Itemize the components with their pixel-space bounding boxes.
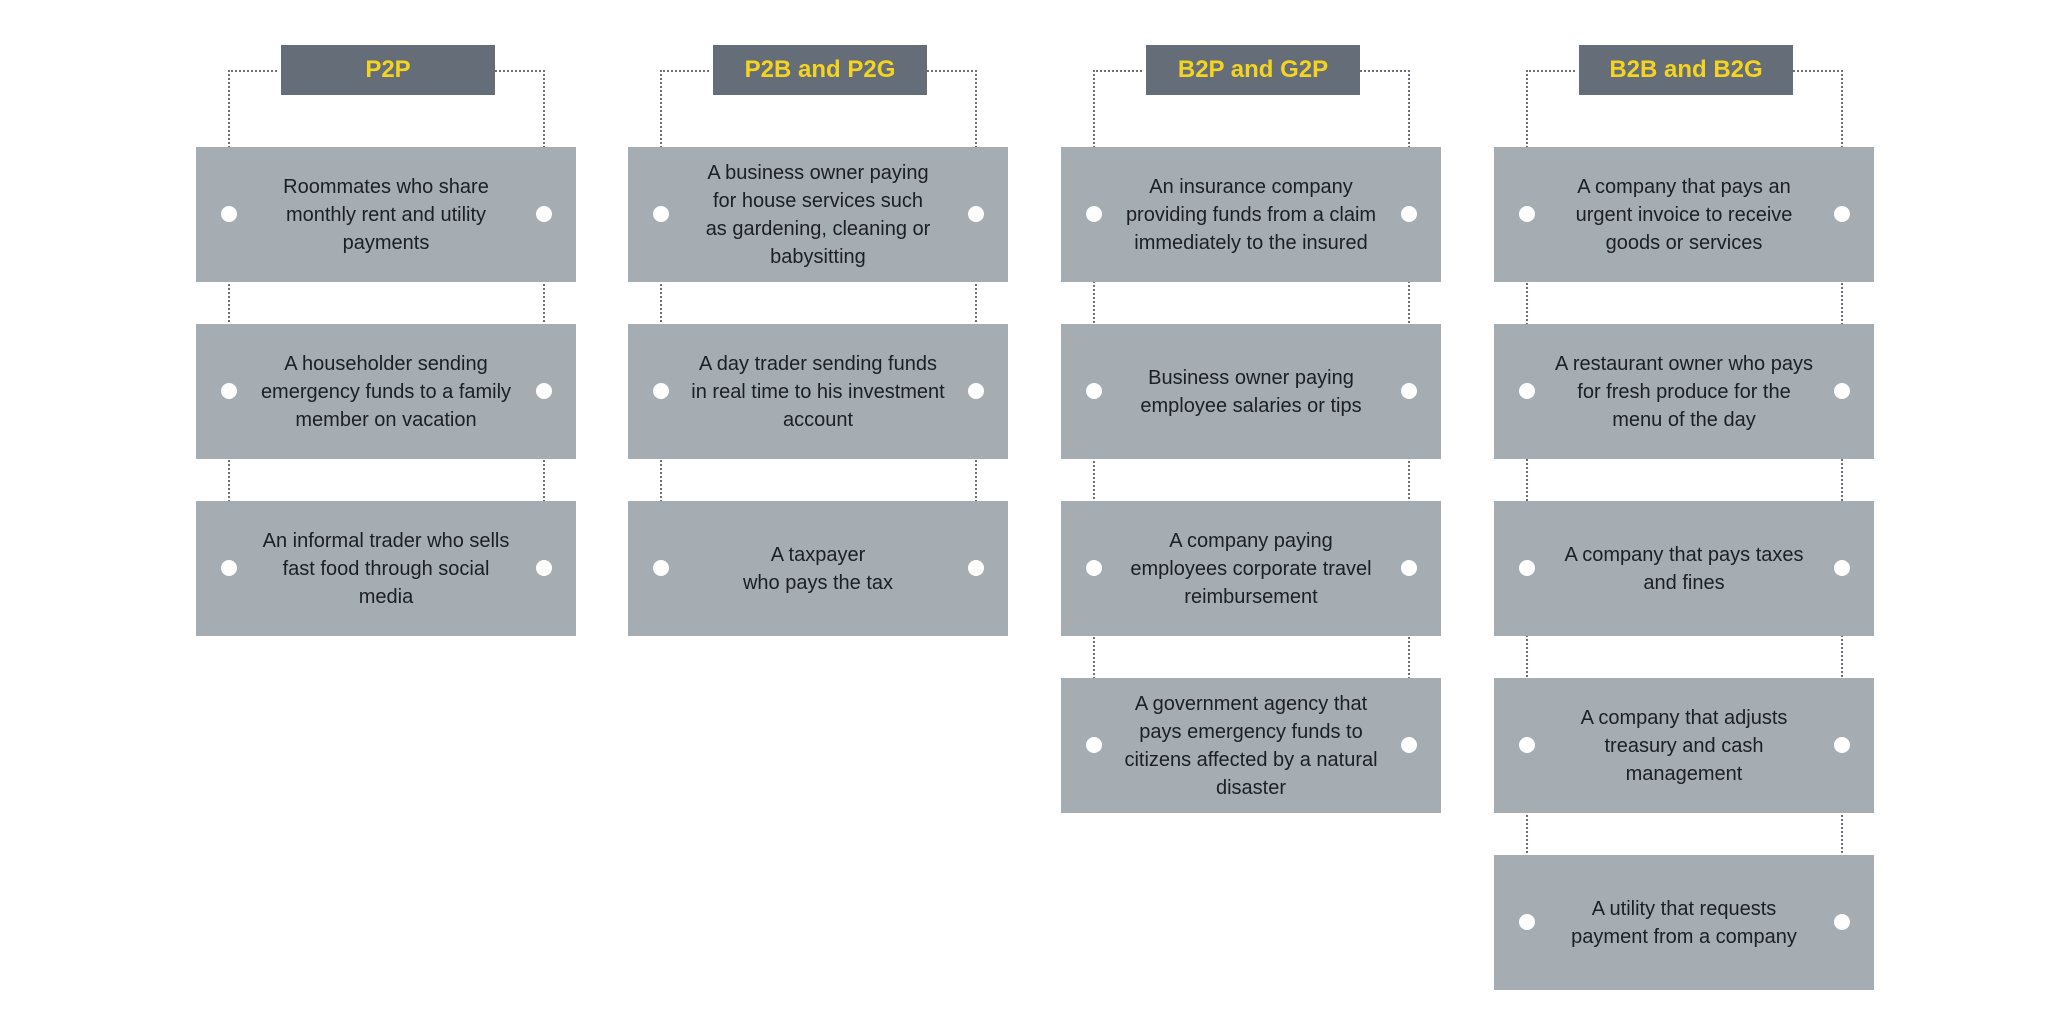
connector-line-top-left bbox=[228, 70, 277, 72]
connector-line-left bbox=[1526, 70, 1528, 216]
connector-dot bbox=[1519, 206, 1535, 222]
connector-dot bbox=[536, 560, 552, 576]
use-case-card: A day trader sending funds in real time … bbox=[628, 324, 1008, 459]
column-header: P2P bbox=[281, 45, 495, 95]
connector-dot bbox=[1401, 206, 1417, 222]
connector-line-top-right bbox=[1360, 70, 1410, 72]
use-case-text: A business owner paying for house servic… bbox=[705, 161, 931, 268]
use-case-card: A householder sending emergency funds to… bbox=[196, 324, 576, 459]
use-case-card: A government agency that pays emergency … bbox=[1061, 678, 1441, 813]
connector-dot bbox=[1519, 737, 1535, 753]
use-case-text: A company that adjusts treasury and cash… bbox=[1580, 706, 1788, 785]
use-case-text: A restaurant owner who pays for fresh pr… bbox=[1555, 352, 1813, 431]
use-case-card: A business owner paying for house servic… bbox=[628, 147, 1008, 282]
use-case-card: A company that pays taxes and fines bbox=[1494, 501, 1874, 636]
connector-dot bbox=[1086, 560, 1102, 576]
column-header: P2B and P2G bbox=[713, 45, 927, 95]
use-case-text: A taxpayer who pays the tax bbox=[742, 543, 894, 594]
connector-line-left bbox=[1093, 216, 1095, 747]
connector-dot bbox=[221, 383, 237, 399]
connector-line-right bbox=[543, 70, 545, 216]
connector-line-top-left bbox=[660, 70, 709, 72]
connector-dot bbox=[653, 560, 669, 576]
use-case-card: A utility that requests payment from a c… bbox=[1494, 855, 1874, 990]
column-p2b-p2g: P2B and P2G A business owner paying for … bbox=[628, 0, 1008, 1025]
connector-dot bbox=[1834, 737, 1850, 753]
connector-dot bbox=[1519, 914, 1535, 930]
column-b2b-b2g: B2B and B2G A company that pays an urgen… bbox=[1494, 0, 1874, 1025]
connector-dot bbox=[1834, 206, 1850, 222]
connector-dot bbox=[1086, 383, 1102, 399]
connector-dot bbox=[1519, 383, 1535, 399]
connector-dot bbox=[1834, 560, 1850, 576]
column-b2p-g2p: B2P and G2P An insurance company providi… bbox=[1061, 0, 1441, 1025]
connector-dot bbox=[221, 206, 237, 222]
use-case-card: A company that adjusts treasury and cash… bbox=[1494, 678, 1874, 813]
connector-dot bbox=[1519, 560, 1535, 576]
use-case-card: Roommates who share monthly rent and uti… bbox=[196, 147, 576, 282]
connector-line-top-left bbox=[1093, 70, 1142, 72]
connector-dot bbox=[1834, 383, 1850, 399]
connector-dot bbox=[1401, 737, 1417, 753]
connector-dot bbox=[536, 206, 552, 222]
connector-line-right bbox=[975, 70, 977, 216]
use-case-card: A company paying employees corporate tra… bbox=[1061, 501, 1441, 636]
connector-dot bbox=[536, 383, 552, 399]
connector-dot bbox=[1086, 206, 1102, 222]
use-case-text: An informal trader who sells fast food t… bbox=[262, 529, 510, 608]
column-p2p: P2P Roommates who share monthly rent and… bbox=[196, 0, 576, 1025]
use-case-card: A taxpayer who pays the tax bbox=[628, 501, 1008, 636]
connector-line-right bbox=[1841, 70, 1843, 216]
use-case-card: A company that pays an urgent invoice to… bbox=[1494, 147, 1874, 282]
connector-dot bbox=[1401, 383, 1417, 399]
connector-dot bbox=[653, 383, 669, 399]
use-case-text: A company that pays an urgent invoice to… bbox=[1575, 175, 1793, 254]
connector-dot bbox=[221, 560, 237, 576]
use-case-text: A utility that requests payment from a c… bbox=[1571, 897, 1797, 948]
use-case-text: A householder sending emergency funds to… bbox=[260, 352, 512, 431]
use-case-text: An insurance company providing funds fro… bbox=[1125, 175, 1377, 254]
connector-dot bbox=[1834, 914, 1850, 930]
use-case-card: A restaurant owner who pays for fresh pr… bbox=[1494, 324, 1874, 459]
use-case-text: Business owner paying employee salaries … bbox=[1140, 366, 1362, 417]
connector-line-left bbox=[1093, 70, 1095, 216]
use-case-card: An informal trader who sells fast food t… bbox=[196, 501, 576, 636]
connector-dot bbox=[1401, 560, 1417, 576]
connector-line-top-right bbox=[1793, 70, 1843, 72]
connector-dot bbox=[1086, 737, 1102, 753]
connector-line-right bbox=[1408, 70, 1410, 216]
connector-line-left bbox=[228, 70, 230, 216]
use-case-text: Roommates who share monthly rent and uti… bbox=[283, 175, 489, 254]
use-case-text: A company that pays taxes and fines bbox=[1564, 543, 1804, 594]
use-case-card: An insurance company providing funds fro… bbox=[1061, 147, 1441, 282]
column-header: B2B and B2G bbox=[1579, 45, 1793, 95]
column-header: B2P and G2P bbox=[1146, 45, 1360, 95]
use-case-text: A government agency that pays emergency … bbox=[1124, 692, 1378, 799]
connector-dot bbox=[968, 206, 984, 222]
connector-dot bbox=[653, 206, 669, 222]
use-case-text: A company paying employees corporate tra… bbox=[1130, 529, 1372, 608]
connector-line-right bbox=[1408, 216, 1410, 747]
connector-line-top-left bbox=[1526, 70, 1575, 72]
connector-dot bbox=[968, 383, 984, 399]
use-case-text: A day trader sending funds in real time … bbox=[691, 352, 945, 431]
connector-line-top-right bbox=[495, 70, 545, 72]
connector-line-left bbox=[660, 70, 662, 216]
connector-dot bbox=[968, 560, 984, 576]
use-case-card: Business owner paying employee salaries … bbox=[1061, 324, 1441, 459]
connector-line-top-right bbox=[927, 70, 977, 72]
